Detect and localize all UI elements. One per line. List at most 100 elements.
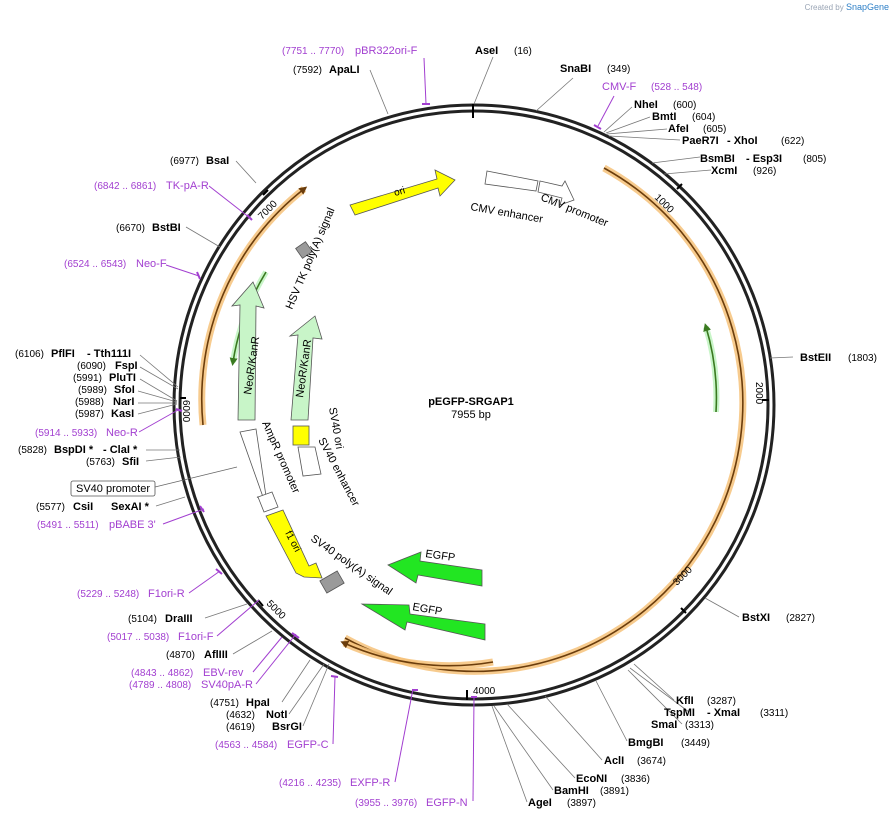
- orf-arc-egfp-line: [340, 640, 494, 667]
- enzyme-label: SmaI: [651, 719, 677, 731]
- svg-text:(3313): (3313): [685, 720, 714, 731]
- svg-text:(1803): (1803): [848, 353, 877, 364]
- tick-4000: 4000: [466, 686, 496, 700]
- svg-text:(4751): (4751): [210, 698, 239, 709]
- svg-text:- Tth111I: - Tth111I: [87, 348, 131, 360]
- svg-text:(528 .. 548): (528 .. 548): [651, 82, 702, 93]
- feature-sv40-ori: [292, 425, 310, 446]
- svg-text:(5763): (5763): [86, 457, 115, 468]
- enzyme-label: BsaI: [206, 155, 229, 167]
- enzyme-label: NotI: [266, 709, 287, 721]
- svg-text:(5491 .. 5511): (5491 .. 5511): [37, 520, 99, 531]
- enzyme-label: AseI: [475, 45, 498, 57]
- svg-text:(622): (622): [781, 136, 804, 147]
- enzyme-label: EcoNI: [576, 773, 607, 785]
- svg-text:(16): (16): [514, 46, 532, 57]
- svg-text:(3897): (3897): [567, 798, 596, 809]
- tick-1000: 1000: [652, 183, 683, 216]
- enzyme-label: TspMI: [664, 707, 695, 719]
- credit-prefix: Created by: [804, 3, 844, 12]
- primer-label: TK-pA-R: [166, 180, 209, 192]
- enzyme-label: BstEII: [800, 352, 831, 364]
- svg-text:(4216 .. 4235): (4216 .. 4235): [279, 778, 341, 789]
- svg-text:(600): (600): [673, 100, 696, 111]
- svg-text:2000: 2000: [753, 382, 764, 405]
- enzyme-label: BspDI *: [54, 444, 94, 456]
- svg-text:(7751 .. 7770): (7751 .. 7770): [282, 46, 344, 57]
- feature-neokanr-outer: [231, 281, 265, 421]
- svg-text:(4789 .. 4808): (4789 .. 4808): [129, 680, 191, 691]
- svg-text:(5989): (5989): [78, 385, 107, 396]
- primer-label: Neo-R: [106, 427, 138, 439]
- primer-leaders: [138, 57, 615, 802]
- enzyme-label: NheI: [634, 99, 658, 111]
- feature-cmv-enhancer: [484, 170, 539, 192]
- svg-text:(6842 .. 6861): (6842 .. 6861): [94, 181, 156, 192]
- svg-text:(5991): (5991): [73, 373, 102, 384]
- primer-label: F1ori-R: [148, 588, 185, 600]
- svg-text:5000: 5000: [264, 598, 288, 622]
- enzyme-label: BstXI: [742, 612, 770, 624]
- svg-text:(4563 .. 4584): (4563 .. 4584): [215, 740, 277, 751]
- enzyme-label: PflFI: [51, 348, 75, 360]
- primer-label: pBR322ori-F: [355, 45, 418, 57]
- tick-2000: 2000: [753, 382, 769, 405]
- enzyme-labels: AseI(16) SnaBI(349) NheI(600) BmtI(604) …: [15, 45, 877, 809]
- feature-neokanr-inner: [288, 315, 323, 421]
- enzyme-label: KflI: [676, 695, 694, 707]
- svg-text:(5577): (5577): [36, 502, 65, 513]
- primer-label: CMV-F: [602, 81, 637, 93]
- feature-egfp-2-label: EGFP: [411, 601, 443, 618]
- primer-label: F1ori-F: [178, 631, 214, 643]
- svg-text:(349): (349): [607, 64, 630, 75]
- svg-text:4000: 4000: [473, 686, 496, 697]
- orf-arc-large-line: [344, 167, 744, 673]
- feature-f1-ori: [265, 509, 323, 579]
- svg-text:(605): (605): [703, 124, 726, 135]
- feature-ori-arrow: [349, 169, 456, 216]
- enzyme-label: SfiI: [122, 456, 139, 468]
- plasmid-size: 7955 bp: [451, 409, 491, 421]
- svg-text:(5017 .. 5038): (5017 .. 5038): [107, 632, 169, 643]
- primer-labels: (7751 .. 7770) pBR322ori-F CMV-F (528 .. 5…: [35, 45, 702, 809]
- svg-text:(5987): (5987): [75, 409, 104, 420]
- orf-arc-small-line: [200, 186, 308, 426]
- feature-ampr-start: [257, 491, 279, 513]
- svg-text:(805): (805): [803, 154, 826, 165]
- svg-text:(6670): (6670): [116, 223, 145, 234]
- enzyme-label: NarI: [113, 396, 134, 408]
- primer-label: EGFP-N: [426, 797, 468, 809]
- enzyme-label: PaeR7I: [682, 135, 719, 147]
- svg-text:(3449): (3449): [681, 738, 710, 749]
- svg-text:(6090): (6090): [77, 361, 106, 372]
- enzyme-label: BsmBI: [700, 153, 735, 165]
- enzyme-label: HpaI: [246, 697, 270, 709]
- primer-label: EBV-rev: [203, 667, 244, 679]
- primer-label: EGFP-C: [287, 739, 329, 751]
- feature-cmv-promoter-label: CMV promoter: [539, 192, 610, 230]
- svg-text:- XmaI: - XmaI: [707, 707, 740, 719]
- tick-3000: 3000: [671, 564, 695, 614]
- svg-text:(4870): (4870): [166, 650, 195, 661]
- svg-text:(5988): (5988): [75, 397, 104, 408]
- feature-sv40-promoter-box: [70, 480, 156, 497]
- enzyme-label: FspI: [115, 360, 138, 372]
- enzyme-label: ApaLI: [329, 64, 360, 76]
- snapgene-credit: Created by SnapGene: [805, 2, 889, 12]
- feature-sv40-enhancer: [297, 446, 322, 477]
- enzyme-label: KasI: [111, 408, 134, 420]
- sv40-promoter-leader: [154, 466, 238, 488]
- primer-label: EXFP-R: [350, 777, 390, 789]
- tick-6000: 6000: [180, 397, 191, 423]
- enzyme-label: BmgBI: [628, 737, 663, 749]
- feature-ori-label: ori: [393, 185, 407, 199]
- feature-cmv-enhancer-label: CMV enhancer: [469, 201, 544, 226]
- svg-text:3000: 3000: [671, 564, 695, 588]
- feature-hsv-polya: [295, 241, 313, 259]
- enzyme-label: AgeI: [528, 797, 552, 809]
- feature-cmv-promoter: [537, 180, 575, 206]
- credit-brand: SnapGene: [845, 2, 889, 12]
- enzyme-label: SfoI: [114, 384, 135, 396]
- svg-text:6000: 6000: [180, 400, 191, 423]
